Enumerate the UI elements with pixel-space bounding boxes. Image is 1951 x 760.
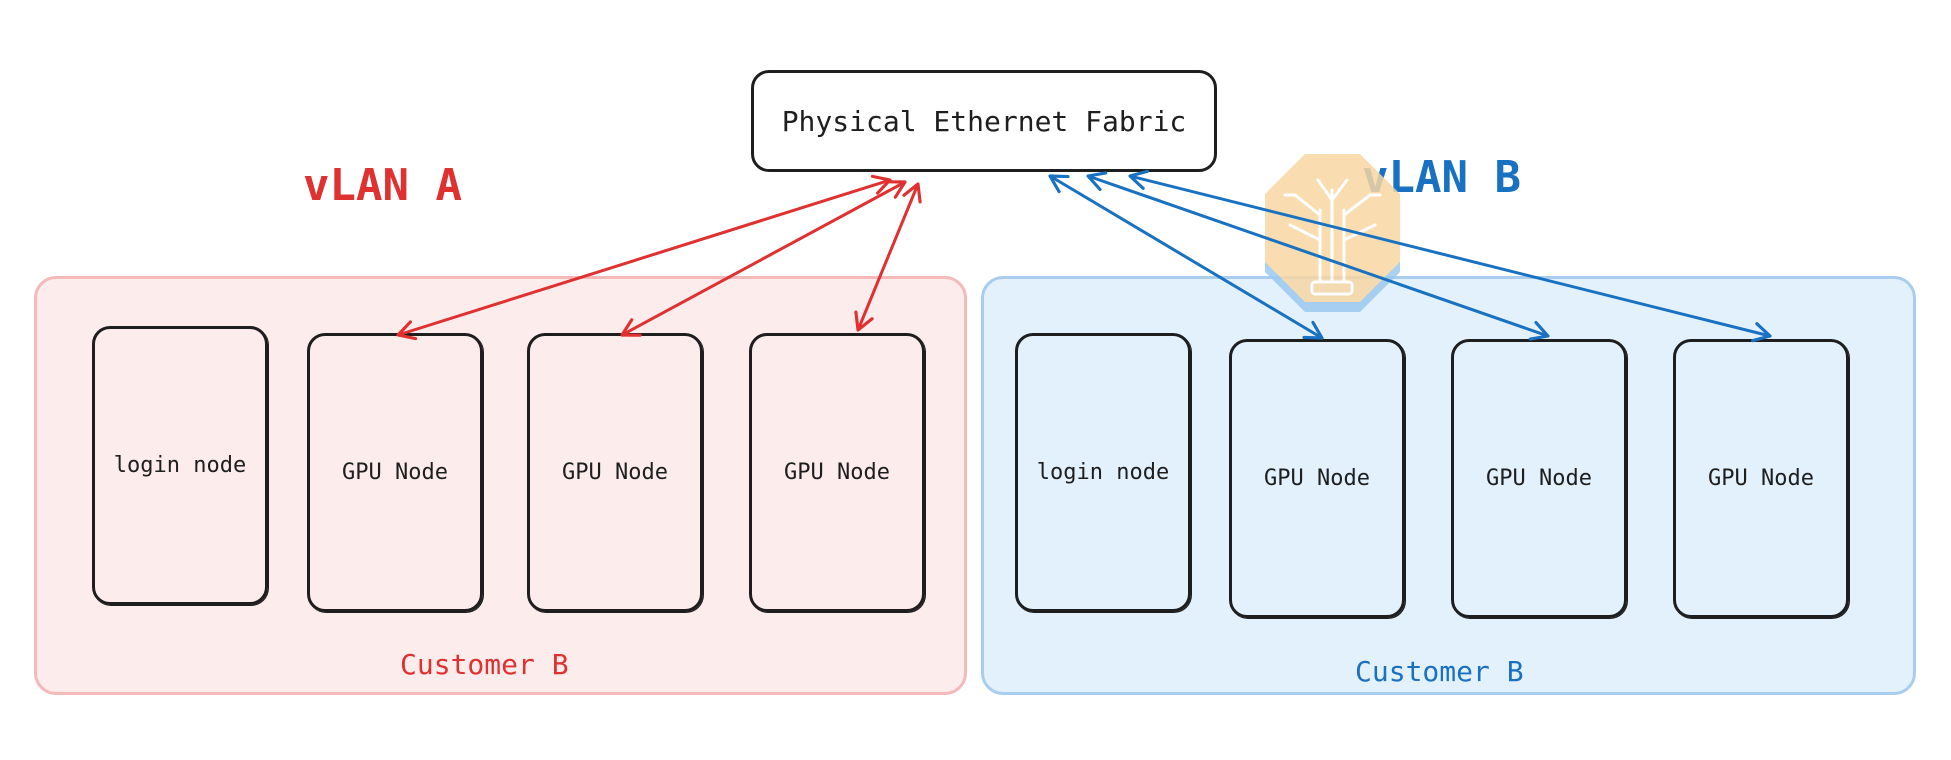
vlan-b-links	[1048, 169, 1772, 343]
link-a2	[620, 180, 907, 337]
link-a3	[854, 182, 922, 332]
node-label: GPU Node	[784, 460, 890, 485]
node-label: GPU Node	[1708, 466, 1814, 491]
gpu-node-a3: GPU Node	[749, 333, 925, 612]
gpu-node-a1: GPU Node	[307, 333, 483, 612]
link-a1	[396, 174, 892, 341]
node-label: GPU Node	[342, 460, 448, 485]
vlan-a-group	[34, 276, 967, 695]
node-label: login node	[113, 453, 247, 478]
fabric-label: Physical Ethernet Fabric	[781, 104, 1187, 138]
physical-ethernet-fabric: Physical Ethernet Fabric	[751, 70, 1217, 172]
tree-circuit-logo-icon	[1265, 154, 1400, 312]
node-label: GPU Node	[562, 460, 668, 485]
login-node-a: login node	[92, 326, 268, 605]
customer-label-b: Customer B	[1355, 655, 1524, 688]
vlan-b-group	[981, 276, 1916, 695]
node-label: GPU Node	[1264, 466, 1370, 491]
customer-label-a: Customer B	[400, 648, 569, 681]
vlan-a-links	[396, 174, 922, 341]
node-label: GPU Node	[1486, 466, 1592, 491]
link-b3	[1128, 169, 1772, 343]
node-label: login node	[1036, 460, 1170, 485]
